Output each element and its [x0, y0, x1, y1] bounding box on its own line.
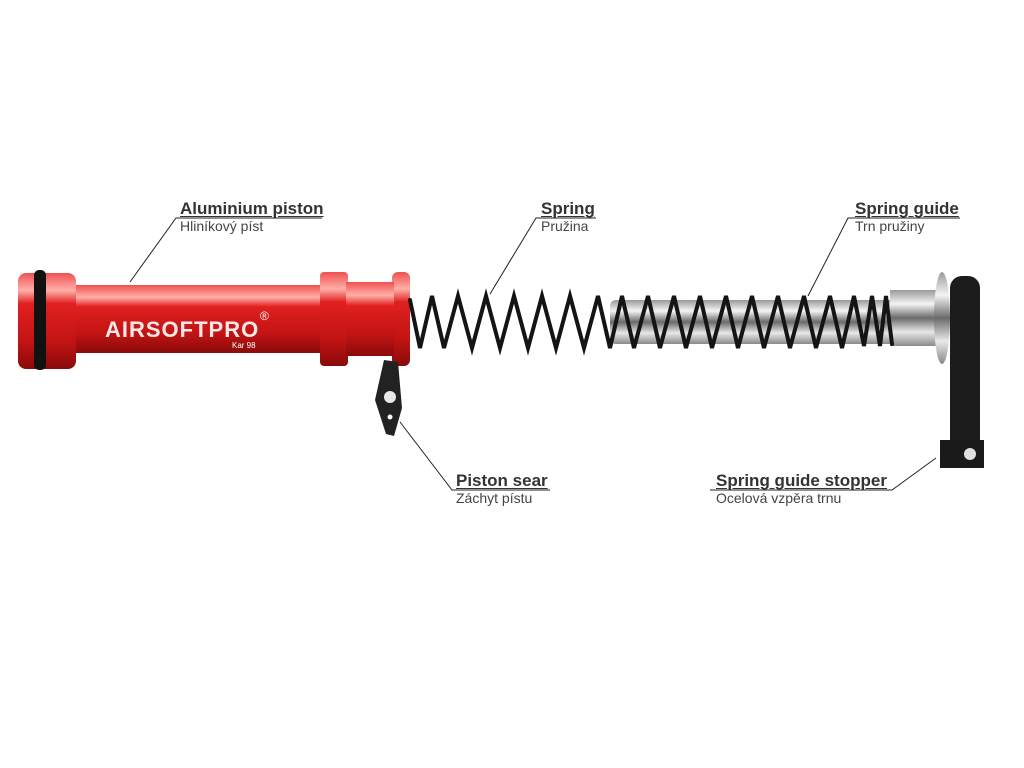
- model-text: Kar 98: [232, 341, 256, 350]
- label-spring-guide: Spring guide Trn pružiny: [855, 199, 959, 235]
- spring-guide: [610, 272, 950, 364]
- label-subtitle: Hliníkový píst: [180, 218, 264, 234]
- label-title: Aluminium piston: [180, 199, 324, 218]
- leader-lines: [129, 217, 960, 491]
- aluminium-piston: AIRSOFTPRO ® Kar 98: [18, 270, 410, 370]
- label-subtitle: Trn pružiny: [855, 218, 925, 234]
- label-aluminium-piston: Aluminium piston Hliníkový píst: [180, 199, 324, 235]
- label-title: Spring guide: [855, 199, 959, 218]
- label-title: Piston sear: [456, 471, 548, 490]
- label-spring: Spring Pružina: [541, 199, 595, 235]
- registered-mark: ®: [260, 309, 269, 323]
- label-title: Spring guide stopper: [716, 471, 887, 490]
- logo-text: AIRSOFTPRO: [105, 317, 259, 342]
- spring: [408, 288, 894, 356]
- piston-sear: [375, 360, 402, 436]
- label-subtitle: Pružina: [541, 218, 589, 234]
- label-subtitle: Záchyt pístu: [456, 490, 533, 506]
- spring-guide-stopper: [940, 276, 984, 468]
- label-piston-sear: Piston sear Záchyt pístu: [456, 471, 548, 507]
- label-title: Spring: [541, 199, 595, 218]
- label-subtitle: Ocelová vzpěra trnu: [716, 490, 842, 506]
- label-spring-guide-stopper: Spring guide stopper Ocelová vzpěra trnu: [716, 471, 887, 507]
